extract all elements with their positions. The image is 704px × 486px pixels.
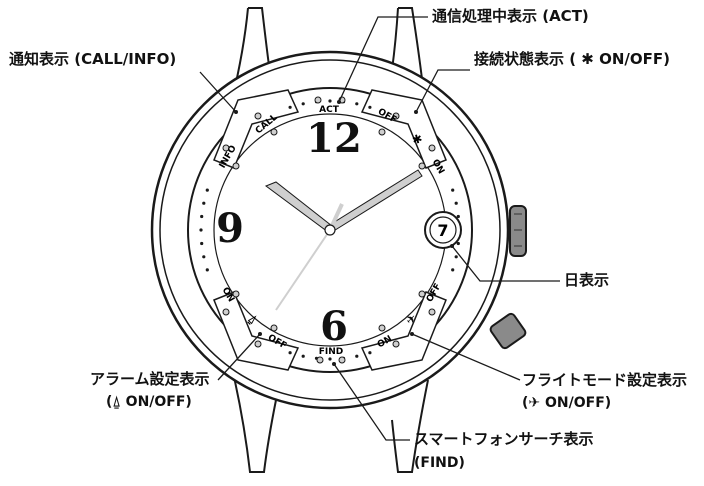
minute-dot <box>456 241 460 246</box>
minute-dots <box>199 96 460 364</box>
minute-dot <box>328 357 332 361</box>
indicator-dot <box>314 96 322 104</box>
minute-dot <box>355 354 359 358</box>
minute-dot <box>288 351 292 355</box>
indicator-dot <box>270 324 278 332</box>
indicator-dot <box>254 112 262 120</box>
hands-center <box>324 224 336 236</box>
indicator-dot <box>222 144 230 152</box>
crown-lower <box>489 312 527 350</box>
numeral-9: 9 <box>216 205 244 252</box>
watch-case-ring <box>159 59 501 401</box>
callout-alarm-sub: (⍙ ON/OFF) <box>106 394 192 410</box>
callout-act: 通信処理中表示 (ACT) <box>432 7 589 25</box>
crown-upper <box>509 205 527 257</box>
leader-find <box>333 363 410 441</box>
indicator-dot <box>418 290 426 298</box>
leader-act <box>338 16 428 103</box>
indicator-dot <box>392 112 400 120</box>
callout-date: 日表示 <box>564 271 610 289</box>
minute-dot <box>200 214 204 219</box>
minute-dot <box>454 255 458 259</box>
leader-flight <box>411 333 521 381</box>
indicator-dot <box>378 128 386 136</box>
indicator-dot <box>338 356 346 364</box>
indicator-dot <box>418 162 426 170</box>
date-window-inner <box>429 216 457 244</box>
leader-notify <box>199 71 237 113</box>
minute-dot <box>368 351 372 355</box>
callout-alarm-title: アラーム設定表示 <box>90 370 210 388</box>
minute-dot <box>451 188 455 192</box>
callout-notify: 通知表示 (CALL/INFO) <box>9 50 177 68</box>
leader-connection <box>415 69 470 113</box>
leader-date <box>451 245 560 282</box>
callout-connection: 接続状態表示 ( ✱ ON/OFF) <box>474 50 670 68</box>
minute-dot <box>200 241 204 246</box>
minute-dot <box>205 188 209 192</box>
minute-dot <box>368 105 372 109</box>
date-value: 7 <box>437 221 448 240</box>
numeral-6: 6 <box>320 303 348 350</box>
minute-dot <box>451 268 455 272</box>
window-flight <box>360 291 447 371</box>
indicator-dot <box>232 162 240 170</box>
find-label: FIND <box>319 347 344 357</box>
callout-find-title: スマートフォンサーチ表示 <box>414 430 594 448</box>
indicator-dot <box>232 290 240 298</box>
callout-flight-sub: (✈ ON/OFF) <box>522 395 612 411</box>
minute-dot <box>202 201 206 205</box>
minute-dot <box>328 99 332 103</box>
indicator-dot <box>222 308 230 316</box>
minute-dot <box>301 354 305 358</box>
indicator-dot <box>392 340 400 348</box>
watch-hands <box>264 169 423 311</box>
leader-dots <box>234 100 454 366</box>
leader-lines <box>199 16 560 441</box>
callout-flight-title: フライトモード設定表示 <box>522 371 688 389</box>
callout-find-sub: (FIND) <box>414 455 465 471</box>
second-hand <box>275 229 331 311</box>
indicator-dot <box>428 308 436 316</box>
indicator-dot <box>378 324 386 332</box>
minute-dot <box>288 105 292 109</box>
indicator-dot <box>254 340 262 348</box>
minute-dot <box>205 268 209 272</box>
minute-dot <box>454 201 458 205</box>
act-label: ACT <box>319 105 340 115</box>
indicator-dot <box>316 356 324 364</box>
minute-dot <box>355 102 359 106</box>
minute-dot <box>301 102 305 106</box>
leader-alarm <box>217 333 261 381</box>
indicator-dot <box>270 128 278 136</box>
minute-dot <box>199 228 203 232</box>
indicator-dot <box>428 144 436 152</box>
minute-dot <box>202 255 206 259</box>
minute-dot <box>456 214 460 219</box>
numeral-12: 12 <box>306 115 362 162</box>
